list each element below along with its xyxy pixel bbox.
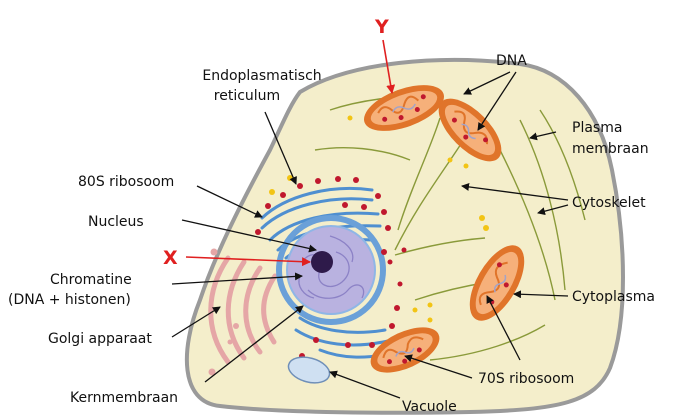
label-chromatine-line2: (DNA + histonen) (8, 292, 131, 308)
label-chromatine-line1: Chromatine (50, 272, 132, 288)
label-golgi: Golgi apparaat (48, 331, 152, 347)
marker-y: Y (374, 16, 389, 38)
label-vacuole: Vacuole (402, 399, 457, 415)
nucleus (287, 226, 375, 314)
label-cytoplasma: Cytoplasma (572, 289, 655, 305)
label-er-line1: Endoplasmatisch (202, 68, 321, 84)
label-plasma-line2: membraan (572, 141, 649, 157)
nucleolus (311, 251, 333, 273)
marker-x: X (163, 247, 178, 269)
label-80s-ribosome: 80S ribosoom (78, 174, 174, 190)
label-cytoskelet: Cytoskelet (572, 195, 646, 211)
label-nucleus: Nucleus (88, 214, 144, 230)
label-er-line2: reticulum (214, 88, 280, 104)
label-70s-ribosome: 70S ribosoom (478, 371, 574, 387)
label-kernmembraan: Kernmembraan (70, 390, 178, 406)
label-plasma-line1: Plasma (572, 120, 622, 136)
label-dna: DNA (496, 53, 527, 69)
